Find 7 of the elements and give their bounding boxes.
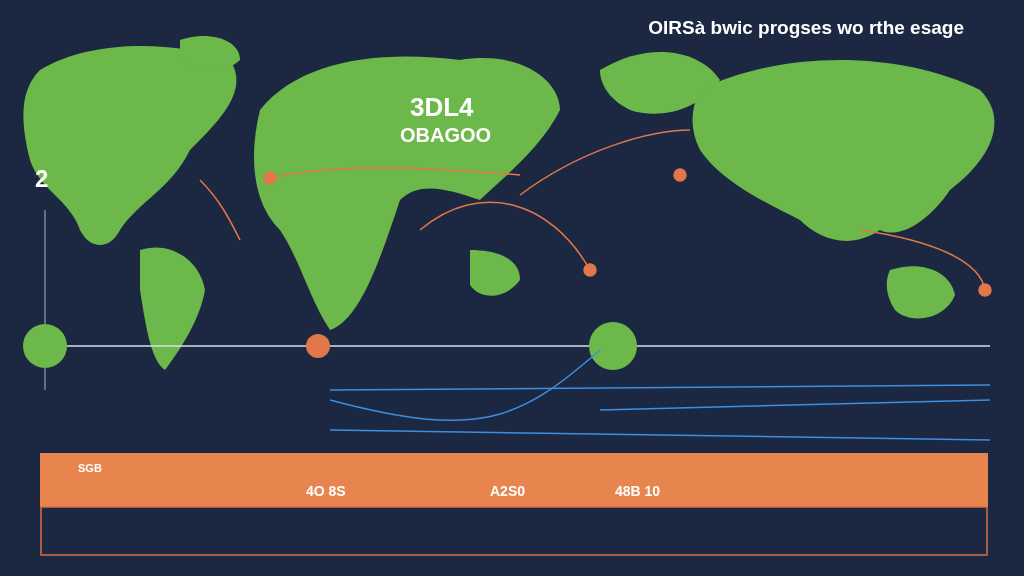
title: OIRSà bwic progses wo rthe esage <box>648 17 964 39</box>
band-value: 48B 10 <box>615 483 661 499</box>
band-value: A2S0 <box>490 483 526 499</box>
map-subheading: OBAGOO <box>400 124 492 147</box>
band-label: SGB <box>78 462 102 474</box>
map-heading: 3DL4 <box>410 92 474 123</box>
band-value: 4O 8S <box>306 483 346 499</box>
